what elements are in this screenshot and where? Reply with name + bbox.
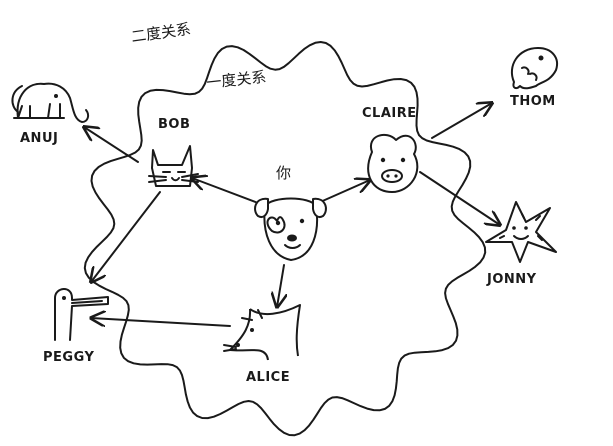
edge-you-claire: [317, 180, 370, 204]
edges: [84, 103, 500, 327]
dog-icon: [254, 197, 327, 261]
node-claire: CLAIRE: [362, 106, 419, 193]
node-anuj-label: ANUJ: [20, 131, 58, 146]
node-alice-label: ALICE: [246, 370, 290, 385]
node-you-label: 你: [276, 164, 291, 182]
node-thom: THOM: [510, 47, 558, 109]
node-jonny-label: JONNY: [486, 272, 537, 287]
node-you: 你: [254, 164, 327, 261]
second-degree-label: 二度关系: [130, 20, 192, 46]
edge-claire-jonny: [419, 171, 500, 225]
elephant-icon: [11, 82, 90, 123]
edge-you-bob: [192, 178, 259, 204]
node-claire-label: CLAIRE: [362, 106, 417, 121]
bird-icon: [54, 288, 109, 341]
node-alice: ALICE: [223, 304, 301, 385]
mouse-icon: [223, 304, 301, 361]
edge-alice-peggy: [91, 318, 231, 327]
edge-you-alice: [277, 264, 284, 307]
node-anuj: ANUJ: [11, 82, 90, 146]
first-degree-label: 一度关系: [206, 68, 268, 92]
pig-icon: [367, 133, 419, 193]
fish-icon: [510, 47, 558, 90]
node-bob-label: BOB: [158, 117, 190, 132]
cat-icon: [148, 145, 199, 187]
starfish-icon: [485, 201, 557, 263]
node-jonny: JONNY: [485, 201, 557, 287]
node-peggy-label: PEGGY: [43, 350, 94, 365]
node-bob: BOB: [148, 117, 199, 187]
edge-claire-thom: [431, 103, 492, 139]
edge-bob-peggy: [91, 191, 161, 282]
first-degree-boundary: [83, 41, 487, 437]
edge-bob-anuj: [84, 127, 139, 163]
node-thom-label: THOM: [510, 94, 556, 109]
node-peggy: PEGGY: [43, 288, 109, 365]
